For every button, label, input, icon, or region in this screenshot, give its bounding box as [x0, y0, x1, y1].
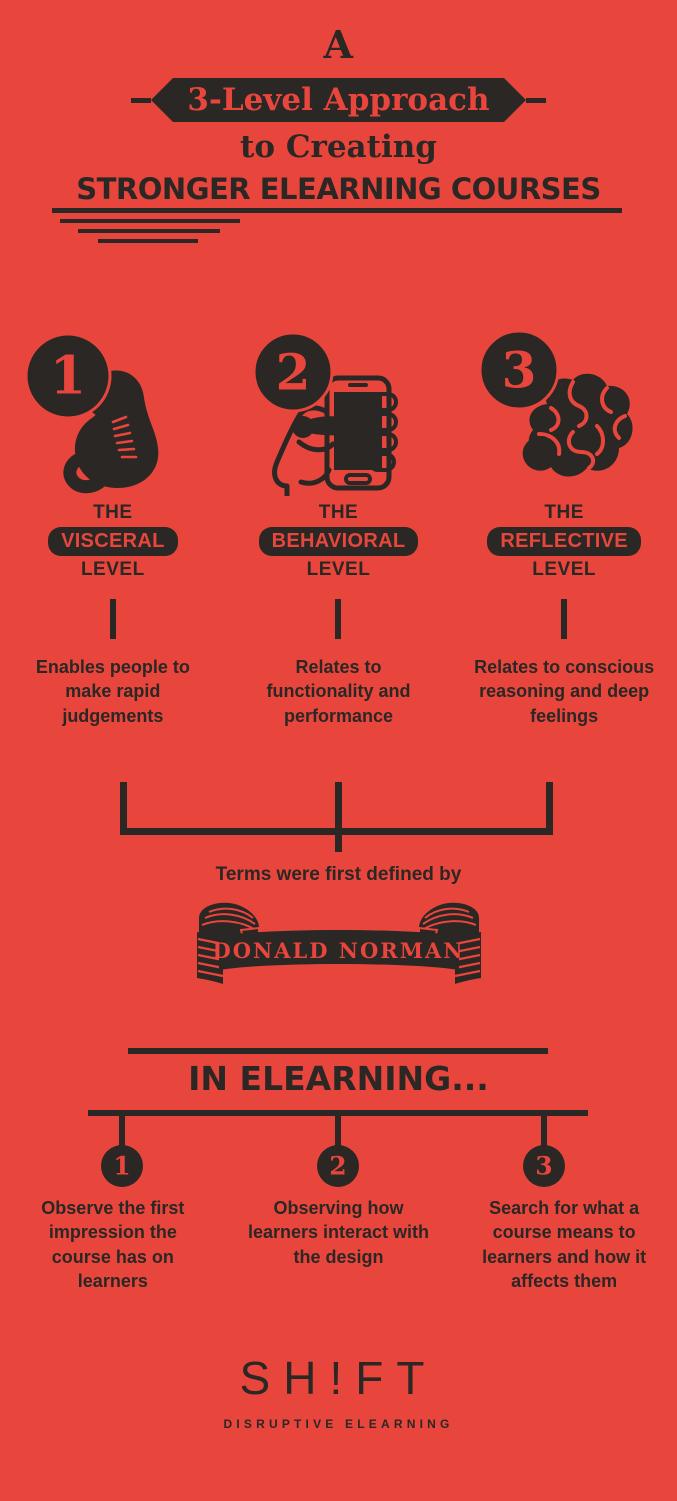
levels-row: 1 THE VISCERAL LEVEL Enables people to m… — [0, 330, 677, 728]
title-rule-2 — [60, 219, 240, 223]
elearning-item-2: Observing how learners interact with the… — [226, 1196, 452, 1294]
ribbon-graphic — [0, 898, 677, 998]
title-subline: to Creating — [240, 129, 437, 165]
level-connector-tick-3 — [561, 598, 568, 639]
elearning-number-markers: 1 2 3 — [101, 1116, 565, 1187]
title-block: A 3-Level Approach to Creating STRONGER … — [0, 0, 677, 204]
elearning-item-2-text: Observing how learners interact with the… — [247, 1198, 430, 1267]
level-description-1: Enables people to make rapid judgements — [35, 656, 190, 726]
level-name-badge-1: VISCERAL — [48, 526, 178, 556]
logo-exclamation-icon: ! — [329, 1352, 356, 1404]
brain-icon: 3 — [469, 330, 659, 500]
level-number-2: 2 — [276, 343, 311, 402]
banner-label: 3-Level Approach — [187, 81, 490, 118]
svg-text:1: 1 — [113, 1152, 130, 1181]
level-connector-tick-1 — [109, 598, 116, 639]
level-number-3: 3 — [502, 341, 537, 400]
level-level-label-3: LEVEL — [532, 558, 596, 580]
svg-text:3: 3 — [535, 1152, 552, 1181]
logo-letter-f: F — [355, 1352, 397, 1404]
elearning-rule-bottom — [88, 1110, 588, 1116]
elearning-item-1-text: Observe the first impression the course … — [41, 1198, 185, 1292]
title-headline: STRONGER ELEARNING COURSES — [76, 172, 601, 206]
shift-logo-mark: SH!FT — [240, 1355, 438, 1401]
level-the-label-3: THE — [544, 502, 584, 523]
elearning-rule-top — [128, 1048, 548, 1054]
level-number-1: 1 — [50, 346, 86, 407]
elearning-marker-2 — [317, 1145, 359, 1187]
level-column-reflective: 3 THE REFLECTIVE LEVEL Relates to consci… — [451, 330, 677, 728]
banner-chevron-left-icon — [151, 78, 174, 122]
elearning-item-3: Search for what a course means to learne… — [451, 1196, 677, 1294]
title-rule-4 — [98, 239, 198, 243]
level-description-3: Relates to conscious reasoning and deep … — [474, 656, 655, 726]
level-name-badge-2: BEHAVIORAL — [258, 526, 419, 556]
stomach-icon: 1 — [18, 330, 208, 500]
elearning-marker-3 — [523, 1145, 565, 1187]
logo-letter-t: T — [396, 1352, 438, 1404]
approach-banner: 3-Level Approach — [0, 78, 677, 122]
level-level-label-2: LEVEL — [306, 558, 371, 580]
banner-body: 3-Level Approach — [173, 78, 504, 122]
banner-dash-right — [525, 97, 546, 103]
level-connector-tick-2 — [335, 598, 342, 639]
level-name-badge-3: REFLECTIVE — [487, 526, 641, 556]
banner-dash-left — [131, 97, 152, 103]
level-description-2: Relates to functionality and performance — [266, 656, 411, 726]
logo-letter-s: S — [239, 1352, 284, 1404]
elearning-section-title: IN ELEARNING... — [188, 1059, 489, 1098]
elearning-marker-1 — [101, 1145, 143, 1187]
attribution-intro: Terms were first defined by — [215, 864, 462, 885]
hand-holding-phone-icon: 2 — [243, 330, 433, 500]
shift-logo: SH!FT DISRUPTIVE ELEARNING — [0, 1355, 677, 1431]
title-rule-1 — [52, 208, 622, 213]
level-column-behavioral: 2 THE BEHAVIORAL LEVEL Relates to functi… — [226, 330, 452, 728]
shift-logo-tagline: DISRUPTIVE ELEARNING — [223, 1417, 454, 1431]
title-rule-3 — [78, 229, 220, 233]
level-column-visceral: 1 THE VISCERAL LEVEL Enables people to m… — [0, 330, 226, 728]
svg-text:2: 2 — [329, 1152, 346, 1181]
elearning-item-1: Observe the first impression the course … — [0, 1196, 226, 1294]
elearning-item-3-text: Search for what a course means to learne… — [482, 1198, 647, 1292]
logo-letter-h: H — [283, 1352, 330, 1404]
level-the-label-2: THE — [318, 502, 359, 523]
title-rule-decoration — [0, 208, 677, 249]
elearning-descriptions-row: Observe the first impression the course … — [0, 1196, 677, 1294]
level-the-label-1: THE — [93, 502, 133, 523]
banner-chevron-right-icon — [503, 78, 526, 122]
level-level-label-1: LEVEL — [80, 558, 145, 580]
bracket-connector — [120, 782, 553, 852]
title-article: A — [323, 22, 354, 67]
